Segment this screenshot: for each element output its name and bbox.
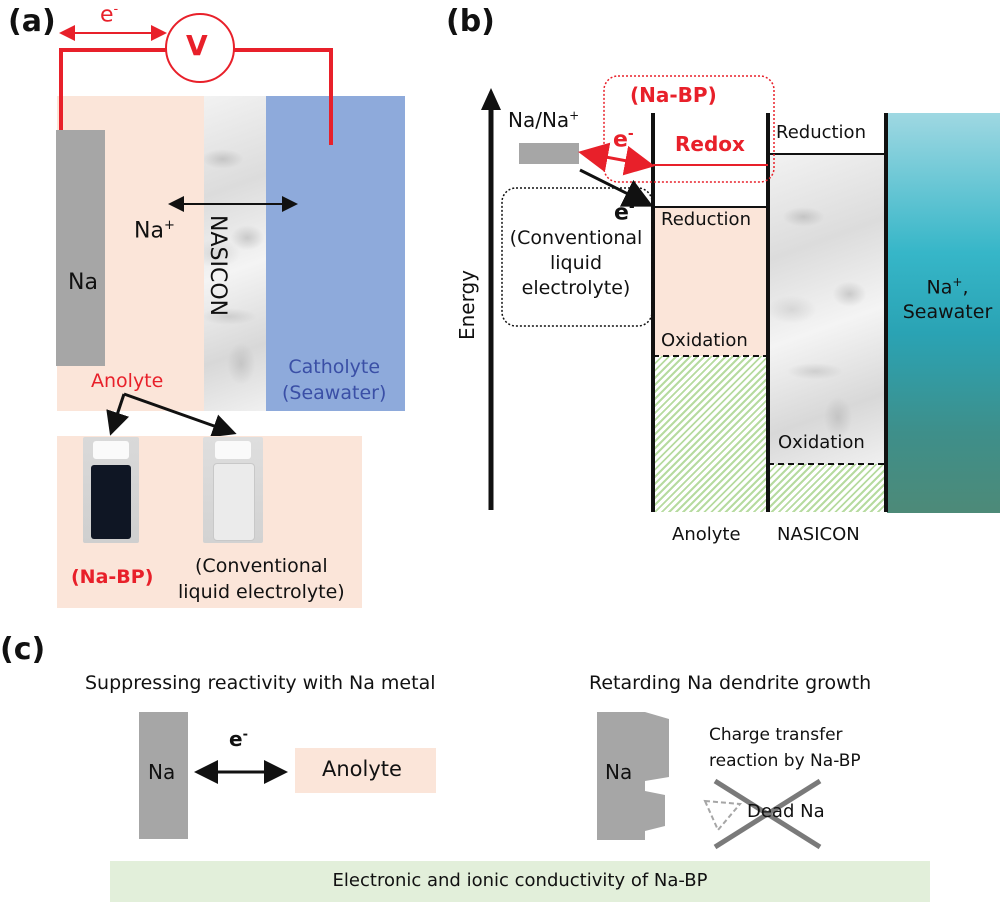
seawater-column — [887, 113, 1000, 513]
vial-arrow-left — [106, 393, 130, 436]
nasicon-column-label: NASICON — [777, 524, 860, 545]
cross-mark-line-2 — [713, 778, 822, 850]
vial-arrow-right — [123, 392, 237, 438]
sodium-metal-block — [139, 712, 188, 839]
nabp-electron-arrow — [578, 142, 655, 176]
nasicon-oxidation-label: Oxidation — [778, 432, 865, 453]
anolyte-oxidation-label: Oxidation — [661, 330, 748, 351]
panel-a-label: (a) — [8, 4, 56, 39]
nabp-vial-label: (Na-BP) — [71, 566, 154, 588]
redox-label: Redox — [675, 132, 745, 156]
anolyte-oxidized-zone — [654, 356, 767, 512]
conductivity-label: Electronic and ionic conductivity of Na-… — [332, 870, 708, 891]
sodium-label: Na — [68, 270, 98, 295]
panel-c-label: (c) — [0, 632, 46, 667]
conventional-vial-photo — [203, 437, 263, 543]
voltmeter-circle — [165, 13, 235, 83]
conventional-dotted-box — [501, 187, 653, 327]
anolyte-block — [295, 748, 436, 793]
suppressing-reactivity-title: Suppressing reactivity with Na metal — [85, 672, 436, 694]
sodium-metal-label: Na — [148, 760, 176, 784]
vial-cap — [93, 441, 129, 459]
energy-axis-arrowhead — [481, 88, 501, 110]
nasicon-oxidized-zone — [769, 464, 884, 512]
wire-left — [59, 48, 166, 130]
nabp-electron-label: e- — [613, 126, 634, 153]
conventional-electron-arrow — [579, 168, 654, 207]
conventional-electrolyte-label: (Conventional liquid electrolyte) — [509, 227, 643, 299]
nasicon-membrane — [204, 96, 266, 411]
dead-na-label: Dead Na — [747, 801, 825, 822]
nabp-label: (Na-BP) — [630, 83, 717, 107]
anolyte-column-label: Anolyte — [672, 524, 741, 545]
anolyte-block-label: Anolyte — [322, 757, 402, 781]
panel-b-label: (b) — [446, 4, 495, 39]
na-ion-label: Na+ — [134, 218, 175, 244]
dendrite-na-label: Na — [605, 760, 633, 784]
anolyte-reduction-label: Reduction — [661, 209, 751, 230]
catholyte-label: Catholyte (Seawater) — [282, 356, 387, 404]
nasicon-reduction-label: Reduction — [776, 122, 866, 143]
anolyte-label: Anolyte — [91, 370, 164, 392]
retarding-dendrite-title: Retarding Na dendrite growth — [589, 672, 872, 694]
dark-solution — [91, 465, 131, 539]
electron-label: e- — [100, 2, 119, 28]
nasicon-window — [769, 155, 884, 464]
anolyte-window — [654, 207, 767, 356]
na-electrode-level — [519, 143, 579, 164]
nabp-vial-photo — [83, 437, 139, 543]
conventional-vial-label: (Conventional liquid electrolyte) — [178, 555, 345, 603]
conventional-electron-label: e- — [614, 199, 635, 226]
conductivity-banner: Electronic and ionic conductivity of Na-… — [110, 861, 930, 902]
catholyte-region — [266, 96, 405, 411]
vial-cap — [215, 441, 251, 459]
charge-transfer-label: Charge transfer reaction by Na-BP — [709, 725, 861, 771]
dendritic-sodium-shape — [597, 712, 669, 840]
wire-right — [234, 48, 333, 145]
sodium-electrode — [56, 130, 105, 366]
voltmeter-label: V — [186, 29, 208, 62]
electron-transfer-label: e- — [229, 727, 248, 751]
dead-na-triangle-icon — [703, 799, 743, 832]
na-couple-label: Na/Na+ — [508, 108, 580, 132]
seawater-label: Na+, Seawater — [902, 275, 993, 324]
clear-solution — [213, 463, 255, 541]
